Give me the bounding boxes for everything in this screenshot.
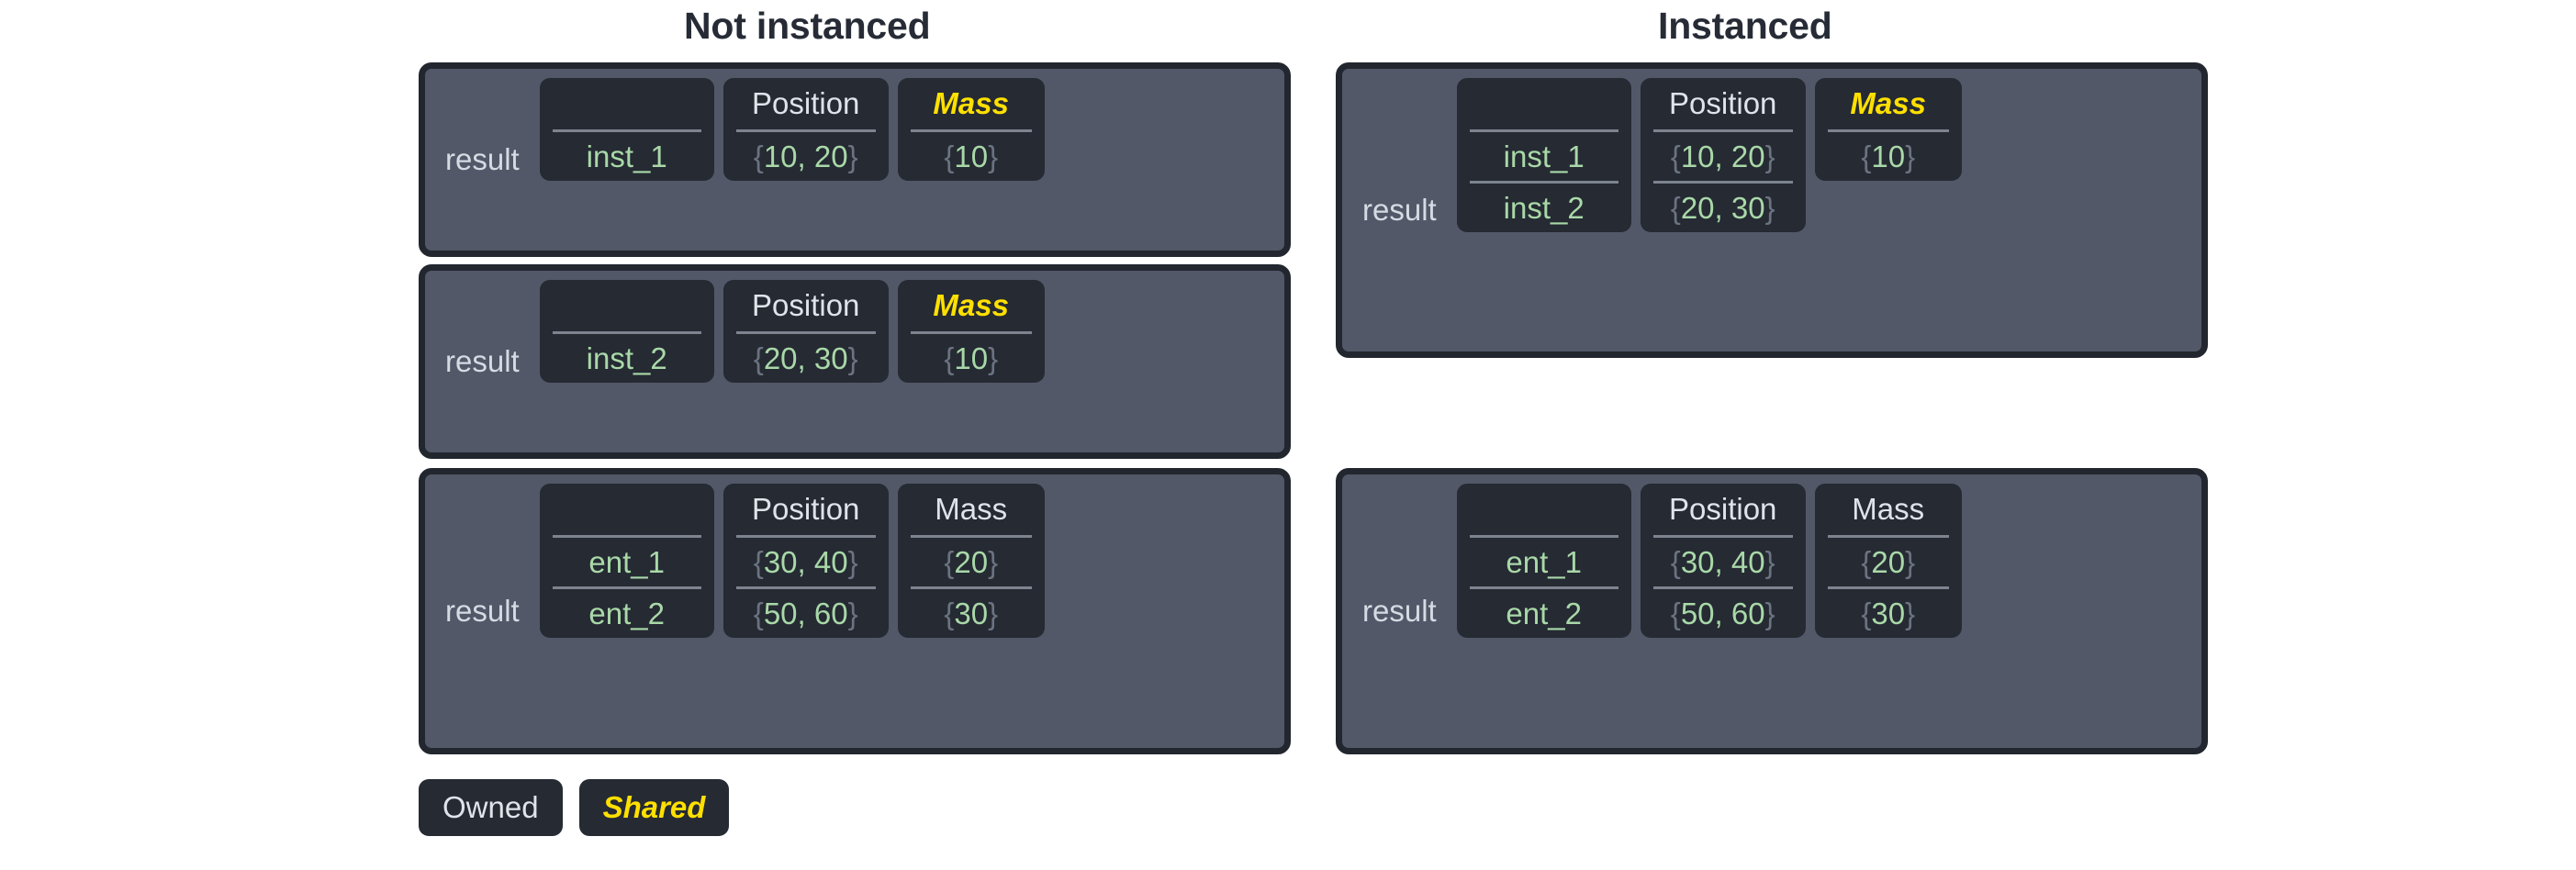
result-card: result inst_1 Position {10, 20} Mass {10} xyxy=(419,62,1291,257)
column-value-cell: {20} xyxy=(910,535,1032,586)
column-value-cell: inst_2 xyxy=(1469,181,1618,232)
card-result-label: result xyxy=(445,142,520,176)
column-mass: Mass {20}{30} xyxy=(1814,484,1962,638)
column-mass: Mass {10} xyxy=(897,280,1045,383)
legend: Owned Shared xyxy=(419,779,730,836)
column-entity-name: inst_1 xyxy=(539,78,714,181)
column-value-cell: {50, 60} xyxy=(1652,586,1793,638)
column-header: Mass xyxy=(933,288,1009,322)
legend-shared-pill[interactable]: Shared xyxy=(578,779,730,836)
column-value-cell: {20, 30} xyxy=(735,331,876,383)
column-header: Position xyxy=(752,288,860,322)
card-columns: inst_2 Position {20, 30} Mass {10} xyxy=(539,271,1284,452)
column-header: Mass xyxy=(933,86,1009,120)
column-header xyxy=(553,78,701,129)
column-position: Position {30, 40}{50, 60} xyxy=(1640,484,1806,638)
column-position: Position {10, 20} xyxy=(722,78,889,181)
card-result-label: result xyxy=(445,344,520,378)
column-value-cell: {10} xyxy=(910,129,1032,181)
column-header: Mass xyxy=(1850,86,1926,120)
column-value-cell: {30} xyxy=(910,586,1032,638)
column-mass: Mass {20}{30} xyxy=(897,484,1045,638)
column-header: Mass xyxy=(935,492,1008,526)
column-header xyxy=(553,280,701,331)
heading-not-instanced: Not instanced xyxy=(684,5,931,47)
card-columns: inst_1 Position {10, 20} Mass {10} xyxy=(539,69,1284,251)
column-value-cell: {10, 20} xyxy=(735,129,876,181)
card-result-label: result xyxy=(445,594,520,628)
column-position: Position {20, 30} xyxy=(722,280,889,383)
card-result-label: result xyxy=(1362,193,1437,227)
column-value-cell: {10, 20} xyxy=(1652,129,1793,181)
column-value-cell: ent_2 xyxy=(1469,586,1618,638)
card-result-label: result xyxy=(1362,594,1437,628)
column-entity-name: inst_2 xyxy=(539,280,714,383)
column-value-cell: {30} xyxy=(1827,586,1949,638)
column-header: Position xyxy=(1669,86,1777,120)
column-value-cell: inst_2 xyxy=(552,331,701,383)
legend-owned-pill[interactable]: Owned xyxy=(419,779,563,836)
column-value-cell: {50, 60} xyxy=(735,586,876,638)
column-header: Position xyxy=(752,86,860,120)
column-header: Mass xyxy=(1852,492,1925,526)
column-value-cell: inst_1 xyxy=(552,129,701,181)
column-header xyxy=(1470,78,1618,129)
column-header xyxy=(553,484,701,535)
column-mass: Mass {10} xyxy=(897,78,1045,181)
column-value-cell: {10} xyxy=(1827,129,1949,181)
result-card: result inst_2 Position {20, 30} Mass {10} xyxy=(419,264,1291,459)
column-mass: Mass {10} xyxy=(1814,78,1962,181)
column-value-cell: {20, 30} xyxy=(1652,181,1793,232)
column-value-cell: ent_1 xyxy=(552,535,701,586)
column-header: Position xyxy=(752,492,860,526)
legend-owned-label: Owned xyxy=(442,790,539,824)
column-value-cell: {30, 40} xyxy=(735,535,876,586)
column-header xyxy=(1470,484,1618,535)
column-header: Position xyxy=(1669,492,1777,526)
column-value-cell: {10} xyxy=(910,331,1032,383)
column-value-cell: {20} xyxy=(1827,535,1949,586)
column-value-cell: ent_2 xyxy=(552,586,701,638)
legend-shared-label: Shared xyxy=(602,790,706,824)
column-value-cell: {30, 40} xyxy=(1652,535,1793,586)
column-value-cell: ent_1 xyxy=(1469,535,1618,586)
column-value-cell: inst_1 xyxy=(1469,129,1618,181)
heading-instanced: Instanced xyxy=(1658,5,1832,47)
column-position: Position {10, 20}{20, 30} xyxy=(1640,78,1806,232)
column-position: Position {30, 40}{50, 60} xyxy=(722,484,889,638)
